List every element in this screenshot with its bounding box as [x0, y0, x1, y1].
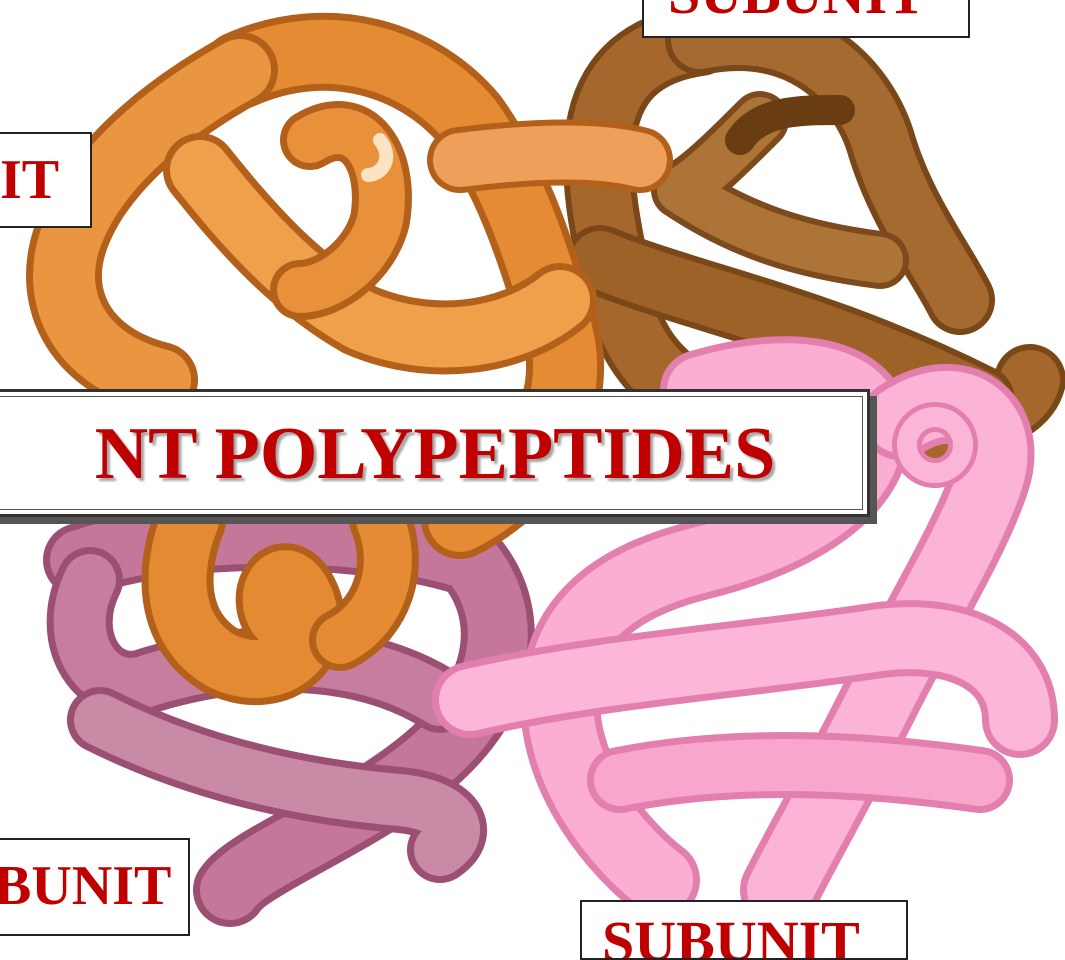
title-banner: NT POLYPEPTIDES — [0, 389, 870, 517]
page-title: NT POLYPEPTIDES — [0, 412, 867, 496]
subunit-label-bottom-right-text: SUBUNIT — [582, 908, 906, 960]
subunit-label-left: IT — [0, 132, 92, 228]
subunit-label-bottom-left-text: BUNIT — [0, 854, 188, 918]
orange-subunit — [64, 52, 640, 669]
subunit-label-top-right-text: SUBUNIT — [644, 0, 968, 27]
subunit-label-top-right: SUBUNIT — [642, 0, 970, 38]
subunit-label-left-text: IT — [0, 148, 90, 212]
subunit-label-bottom-left: BUNIT — [0, 838, 190, 936]
subunit-label-bottom-right: SUBUNIT — [580, 900, 908, 960]
